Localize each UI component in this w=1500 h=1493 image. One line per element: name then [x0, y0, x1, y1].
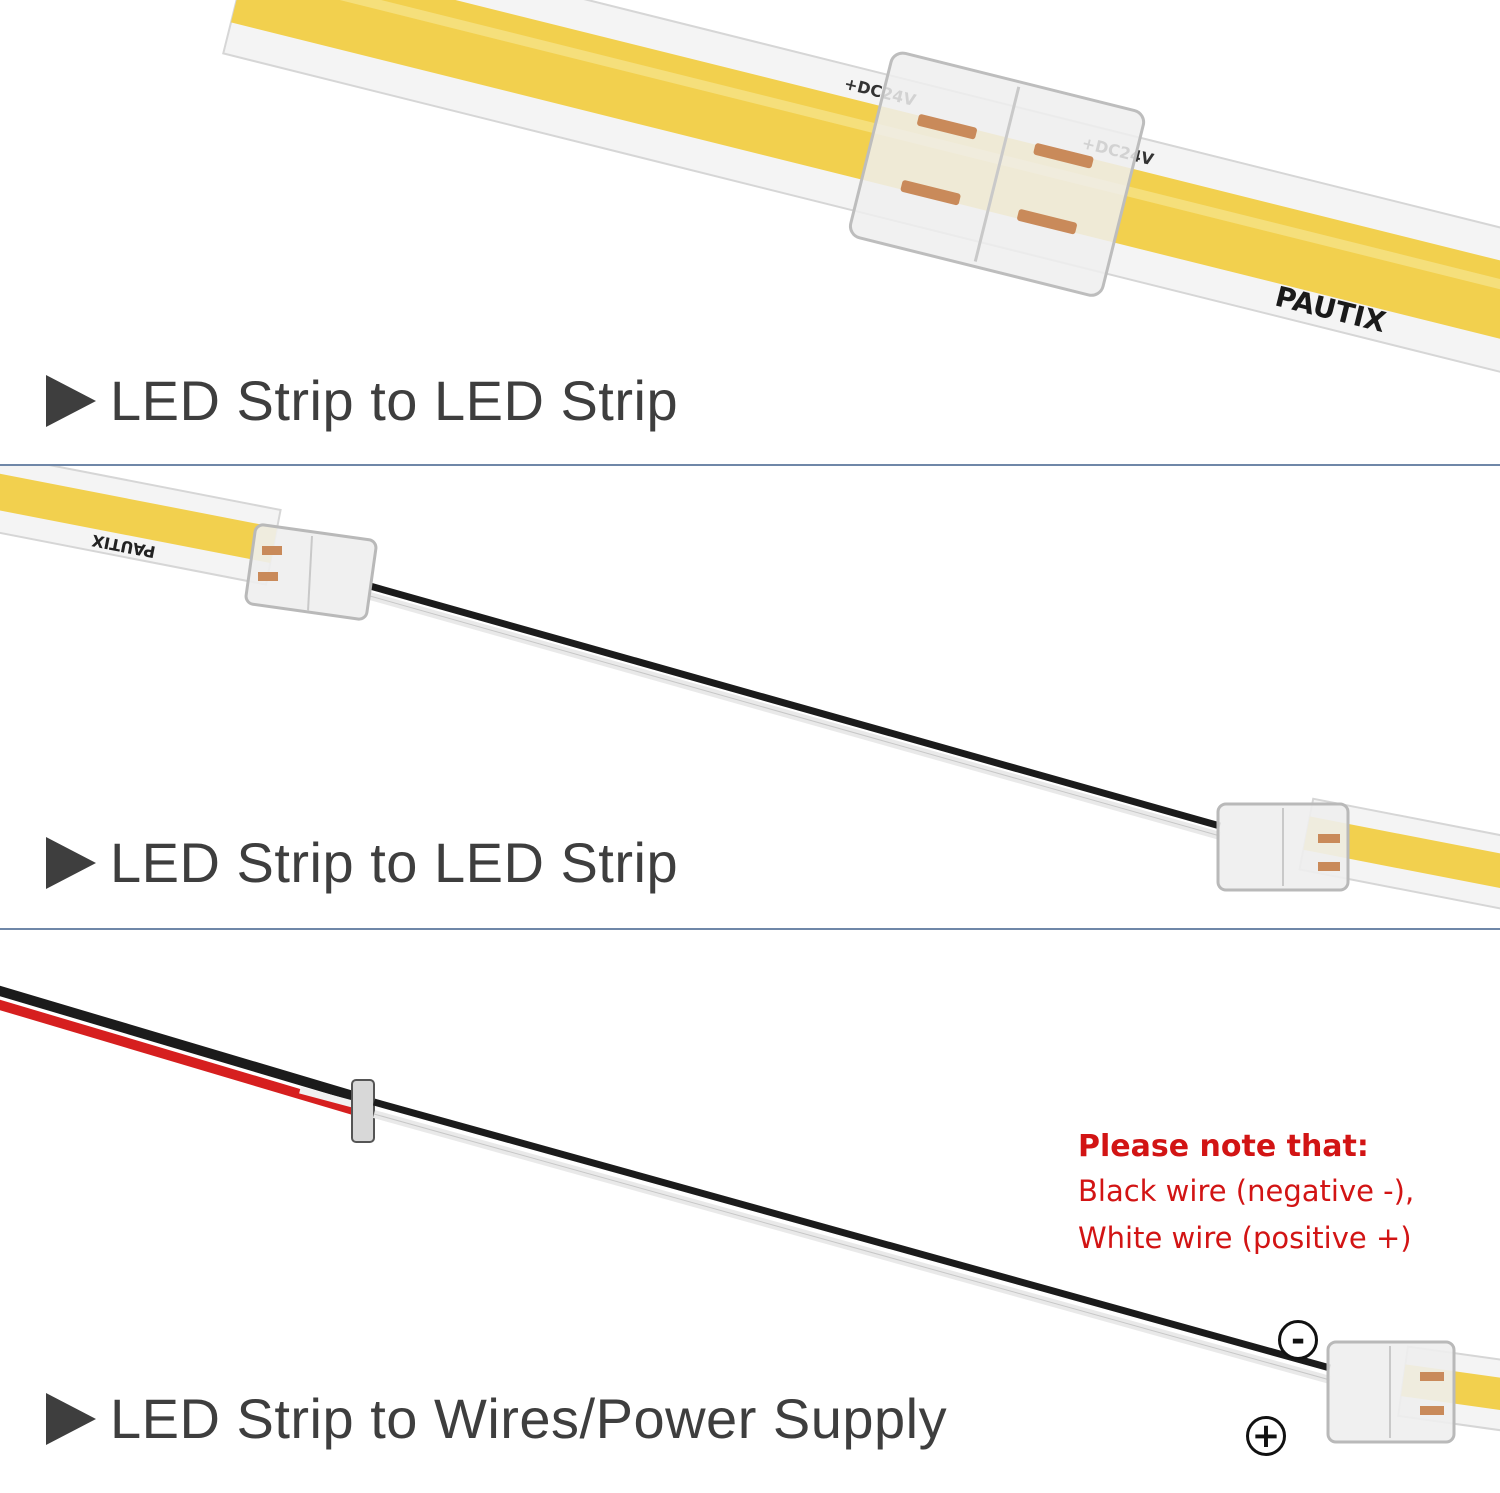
contact-pin: [1017, 209, 1077, 235]
led-strip-yellow: [0, 470, 278, 563]
play-triangle-icon: [46, 1392, 96, 1445]
note-line-black: Black wire (negative -),: [1078, 1174, 1415, 1208]
note-title: Please note that:: [1078, 1129, 1369, 1164]
crimp-terminal: [351, 1079, 375, 1143]
black-wire: [373, 1098, 1331, 1372]
section-divider: [0, 928, 1500, 930]
strip-connector-illustration: +DC24V +DC24V PAUTIX: [222, 0, 1500, 394]
caption-text: LED Strip to LED Strip: [110, 369, 679, 432]
note-line-white: White wire (positive +): [1078, 1221, 1412, 1255]
black-wire: [369, 582, 1221, 830]
caption-strip-to-power: LED Strip to Wires/Power Supply: [46, 1386, 947, 1451]
section-divider: [0, 464, 1500, 466]
contact-pin: [900, 180, 961, 206]
wire-polarity-note: Please note that: Black wire (negative -…: [1078, 1126, 1414, 1262]
panel-strip-to-strip-wire: PAUTIX LED Strip to LED Strip: [0, 466, 1500, 928]
caption-text: LED Strip to LED Strip: [110, 831, 679, 894]
play-triangle-icon: [46, 836, 96, 889]
contact-pin: [917, 114, 977, 140]
strip-to-wires-illustration: [0, 985, 1500, 1444]
play-triangle-icon: [46, 374, 96, 427]
caption-strip-to-strip-1: LED Strip to LED Strip: [46, 368, 678, 433]
minus-circle-icon: -: [1278, 1320, 1318, 1360]
panel-strip-to-power-supply: LED Strip to Wires/Power Supply: [0, 930, 1500, 1493]
strip-wire-strip-illustration: PAUTIX: [0, 466, 1500, 921]
caption-text: LED Strip to Wires/Power Supply: [110, 1387, 948, 1450]
power-red-wire: [0, 999, 362, 1117]
plus-circle-icon: +: [1246, 1416, 1286, 1456]
caption-strip-to-strip-2: LED Strip to LED Strip: [46, 830, 678, 895]
power-black-wire: [0, 985, 362, 1103]
panel-strip-to-strip-direct: +DC24V +DC24V PAUTIX LED Strip to LED St…: [0, 0, 1500, 464]
contact-pin: [1033, 143, 1094, 169]
